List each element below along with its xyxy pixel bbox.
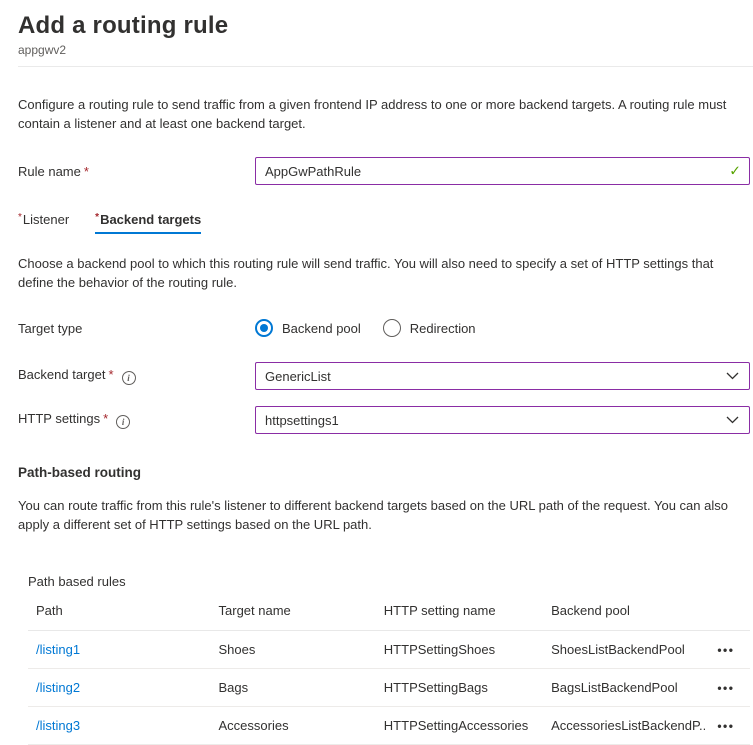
radio-backend-pool-label: Backend pool	[282, 320, 361, 336]
backend-pool-cell: ShoesListBackendPool	[551, 642, 685, 657]
target-name-cell: Bags	[218, 680, 249, 695]
backend-pool-cell: AccessoriesListBackendP...	[551, 718, 706, 733]
column-header-path: Path	[36, 603, 63, 618]
page-header: Add a routing rule appgwv2	[18, 12, 753, 67]
radio-unselected-icon	[382, 319, 401, 337]
rule-name-label: Rule name*	[18, 163, 89, 179]
path-link[interactable]: /listing1	[36, 642, 81, 657]
radio-selected-icon	[255, 319, 273, 337]
tab-bar: *Listener *Backend targets	[18, 212, 750, 234]
required-asterisk: *	[83, 163, 89, 179]
rule-name-input[interactable]	[255, 157, 750, 185]
tab-listener[interactable]: *Listener	[18, 212, 70, 227]
http-settings-select[interactable]: httpsettings1	[255, 406, 750, 434]
table-row: /listing3 Accessories HTTPSettingAccesso…	[28, 707, 750, 745]
backend-target-row: Backend target*i GenericList	[18, 362, 750, 390]
path-link[interactable]: /listing3	[36, 718, 81, 733]
column-header-backend-pool: Backend pool	[551, 603, 630, 618]
radio-redirection-label: Redirection	[409, 320, 476, 336]
info-icon[interactable]: i	[116, 415, 131, 429]
column-header-http-setting-name: HTTP setting name	[383, 603, 496, 618]
target-name-cell: Shoes	[218, 642, 256, 657]
more-options-button[interactable]: •••	[713, 644, 738, 656]
radio-backend-pool[interactable]: Backend pool	[255, 319, 361, 337]
target-type-label: Target type	[18, 320, 83, 336]
table-header-row: Path Target name HTTP setting name Backe…	[28, 593, 750, 631]
required-asterisk: *	[103, 411, 109, 426]
target-type-radio-group: Backend pool Redirection	[255, 319, 750, 337]
table-row: /listing2 Bags HTTPSettingBags BagsListB…	[28, 669, 750, 707]
backend-target-select[interactable]: GenericList	[255, 362, 750, 390]
path-based-rules-table: Path Target name HTTP setting name Backe…	[28, 593, 750, 745]
tab-backend-targets[interactable]: *Backend targets	[95, 212, 202, 234]
rule-name-row: Rule name* ✓	[18, 157, 750, 185]
intro-text: Configure a routing rule to send traffic…	[18, 97, 727, 131]
target-name-cell: Accessories	[218, 718, 289, 733]
http-settings-label: HTTP settings*i	[18, 411, 255, 429]
more-options-button[interactable]: •••	[713, 682, 738, 694]
info-icon[interactable]: i	[121, 371, 136, 385]
target-type-control: Backend pool Redirection	[255, 319, 750, 337]
required-asterisk: *	[108, 367, 114, 382]
path-based-rules-table-label: Path based rules	[28, 574, 126, 589]
path-based-routing-heading: Path-based routing	[18, 465, 142, 480]
path-link[interactable]: /listing2	[36, 680, 81, 695]
path-based-routing-description: You can route traffic from this rule's l…	[18, 498, 728, 532]
backend-target-label: Backend target*i	[18, 367, 255, 385]
column-header-actions	[705, 593, 750, 631]
backend-pool-cell: BagsListBackendPool	[551, 680, 678, 695]
more-options-button[interactable]: •••	[713, 720, 738, 732]
required-asterisk: *	[95, 212, 100, 223]
http-settings-row: HTTP settings*i httpsettings1	[18, 406, 750, 434]
page-title: Add a routing rule	[18, 12, 229, 39]
table-row: /listing1 Shoes HTTPSettingShoes ShoesLi…	[28, 631, 750, 669]
target-type-row: Target type Backend pool Redirection	[18, 319, 750, 337]
required-asterisk: *	[18, 212, 22, 223]
radio-redirection[interactable]: Redirection	[382, 319, 476, 337]
resource-name-subtitle: appgwv2	[18, 43, 67, 57]
column-header-target-name: Target name	[218, 603, 291, 618]
http-settings-control: httpsettings1	[255, 406, 750, 434]
http-setting-name-cell: HTTPSettingShoes	[383, 642, 496, 657]
http-setting-name-cell: HTTPSettingBags	[383, 680, 488, 695]
rule-name-control: ✓	[255, 157, 750, 185]
backend-targets-description: Choose a backend pool to which this rout…	[18, 256, 714, 290]
http-setting-name-cell: HTTPSettingAccessories	[383, 718, 529, 733]
backend-target-control: GenericList	[255, 362, 750, 390]
